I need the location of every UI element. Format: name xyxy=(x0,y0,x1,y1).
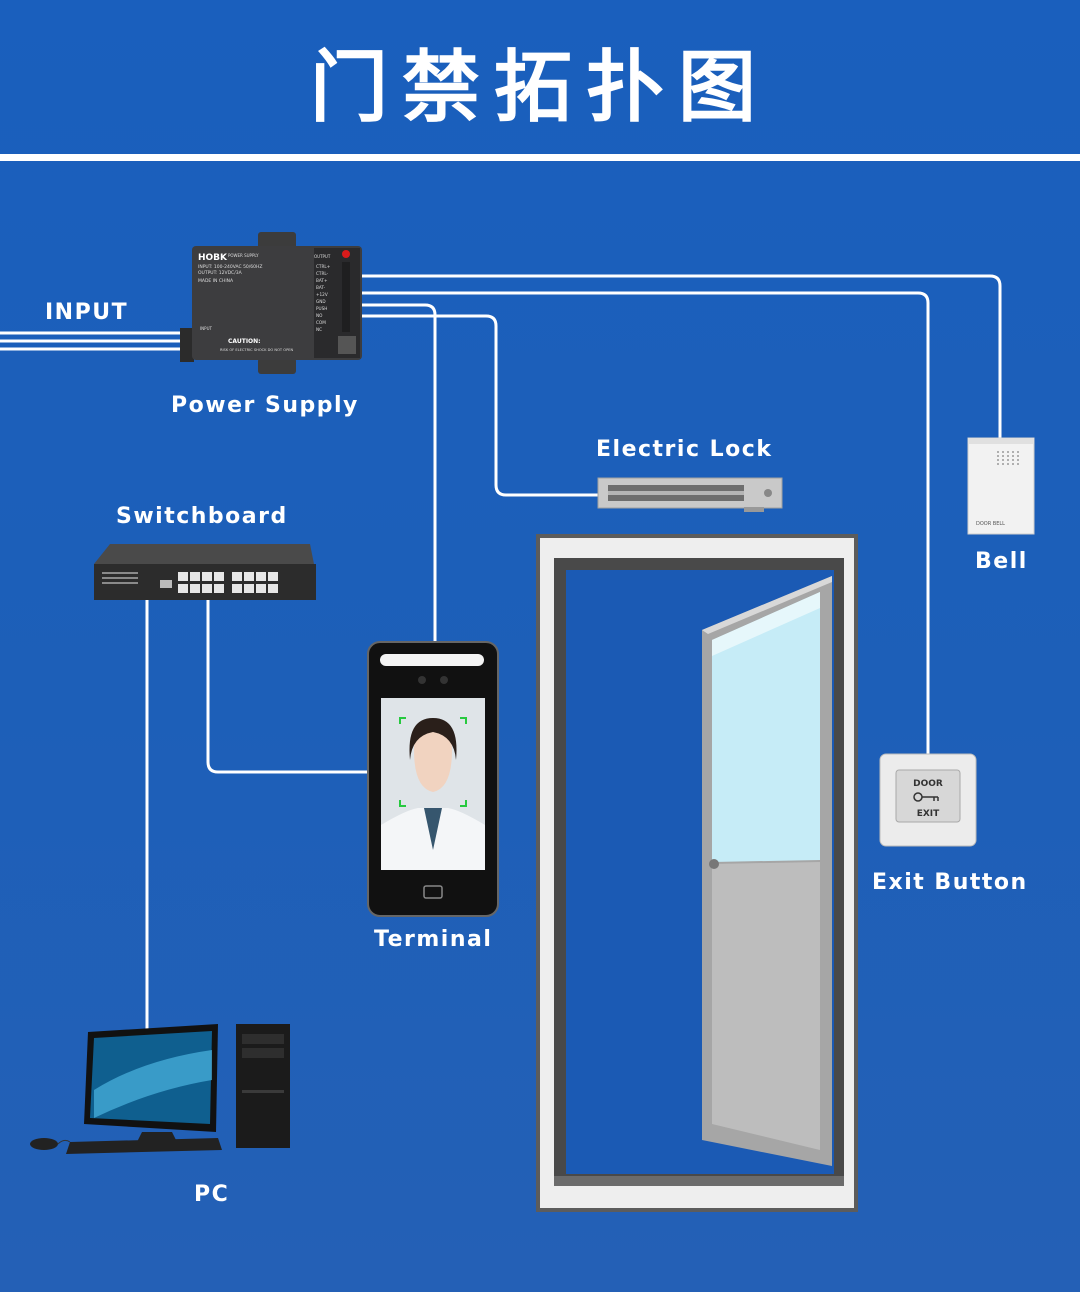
ps-input-spec: INPUT: 100-240VAC 50/60HZ xyxy=(198,264,263,270)
ps-model: POWER SUPPLY xyxy=(228,253,259,258)
bell-label: Bell xyxy=(975,549,1028,574)
exit-button-top-text: DOOR xyxy=(913,779,943,789)
ps-input-header: INPUT xyxy=(200,326,213,331)
ps-made-in: MADE IN CHINA xyxy=(198,278,234,284)
pc-label: PC xyxy=(194,1182,230,1207)
ps-terminal: BAT+ xyxy=(316,278,328,283)
wire-exit-button xyxy=(358,291,930,755)
ps-terminal: NO xyxy=(316,313,323,318)
power-supply-label: Power Supply xyxy=(171,393,359,418)
ps-terminal: +12V xyxy=(316,292,328,297)
exit-button-device: DOOR EXIT xyxy=(879,753,977,847)
ps-terminal: PUSH xyxy=(316,306,327,311)
electric-lock-device xyxy=(597,477,783,512)
terminal-device xyxy=(367,641,499,917)
ps-terminal: NC xyxy=(316,327,322,332)
electric-lock-label: Electric Lock xyxy=(596,437,773,462)
pc-device xyxy=(30,1024,290,1154)
switchboard-device xyxy=(94,544,316,600)
page-title: 门禁拓扑图 xyxy=(309,43,770,133)
terminal-label: Terminal xyxy=(374,927,493,952)
power-supply-device: HOBK POWER SUPPLY INPUT: 100-240VAC 50/6… xyxy=(180,232,362,374)
door-device xyxy=(536,534,858,1212)
wire-terminal xyxy=(358,303,437,644)
bell-device: DOOR BELL xyxy=(967,437,1035,535)
ps-output-spec: OUTPUT: 12VDC/3A xyxy=(198,270,243,276)
ps-terminal: COM xyxy=(316,320,326,325)
ps-terminal: CTRL- xyxy=(316,271,329,276)
title-divider xyxy=(0,154,1080,161)
wire-switch-terminal xyxy=(206,600,370,774)
ps-output-header: OUTPUT xyxy=(314,254,331,259)
ps-caution: CAUTION: xyxy=(228,338,261,345)
bell-device-text: DOOR BELL xyxy=(976,521,1005,527)
ps-warning: RISK OF ELECTRIC SHOCK DO NOT OPEN xyxy=(220,348,294,352)
exit-button-bottom-text: EXIT xyxy=(917,809,940,819)
ps-brand: HOBK xyxy=(198,253,228,263)
input-label: INPUT xyxy=(45,300,129,325)
switchboard-label: Switchboard xyxy=(116,504,288,529)
ps-terminal: CTRL+ xyxy=(316,264,331,269)
wire-bell xyxy=(358,274,1002,440)
ps-terminal: GND xyxy=(316,299,326,304)
exit-button-label: Exit Button xyxy=(872,870,1028,895)
ps-terminal: BAT- xyxy=(316,285,326,290)
wire-electric-lock xyxy=(358,314,598,497)
